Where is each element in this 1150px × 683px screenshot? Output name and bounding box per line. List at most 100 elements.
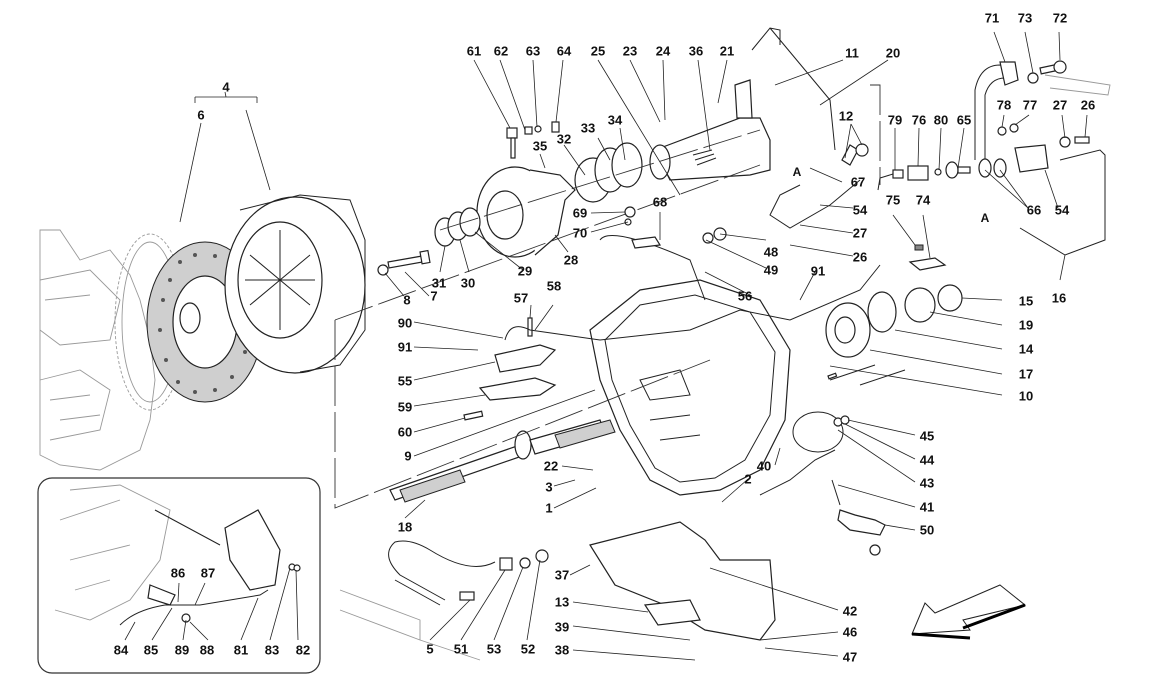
- part-label[interactable]: 86: [170, 565, 186, 581]
- part-label[interactable]: 30: [460, 275, 476, 291]
- part-label[interactable]: 9: [404, 448, 412, 464]
- part-label[interactable]: 22: [543, 458, 559, 474]
- part-label[interactable]: 69: [572, 205, 588, 221]
- part-label[interactable]: 33: [580, 120, 596, 136]
- part-label[interactable]: 8: [403, 292, 411, 308]
- part-label[interactable]: 64: [556, 43, 572, 59]
- part-label[interactable]: 87: [200, 565, 216, 581]
- part-label[interactable]: 78: [996, 97, 1012, 113]
- part-label[interactable]: 40: [756, 458, 772, 474]
- part-label[interactable]: 15: [1018, 293, 1034, 309]
- part-label[interactable]: 4: [222, 79, 230, 95]
- part-label[interactable]: 25: [590, 43, 606, 59]
- part-label[interactable]: 62: [493, 43, 509, 59]
- part-label[interactable]: 10: [1018, 388, 1034, 404]
- part-label[interactable]: 6: [197, 107, 205, 123]
- part-label[interactable]: 44: [919, 452, 935, 468]
- part-label[interactable]: 51: [453, 641, 469, 657]
- part-label[interactable]: 61: [466, 43, 482, 59]
- part-label[interactable]: 35: [532, 138, 548, 154]
- part-label[interactable]: 38: [554, 642, 570, 658]
- part-label[interactable]: 16: [1051, 290, 1067, 306]
- part-label[interactable]: 58: [546, 278, 562, 294]
- part-label[interactable]: 82: [295, 642, 311, 658]
- part-label[interactable]: 14: [1018, 341, 1034, 357]
- part-label[interactable]: 73: [1017, 10, 1033, 26]
- part-label[interactable]: 31: [431, 275, 447, 291]
- part-label[interactable]: 65: [956, 112, 972, 128]
- part-label[interactable]: 2: [744, 471, 752, 487]
- sensor-bracket: [463, 317, 557, 421]
- part-label[interactable]: 20: [885, 45, 901, 61]
- part-label[interactable]: 27: [1052, 97, 1068, 113]
- part-label[interactable]: 56: [737, 288, 753, 304]
- part-label[interactable]: 49: [763, 262, 779, 278]
- part-label[interactable]: 37: [554, 567, 570, 583]
- part-label[interactable]: 90: [397, 315, 413, 331]
- part-label[interactable]: 74: [915, 192, 931, 208]
- part-label[interactable]: 32: [556, 131, 572, 147]
- part-label[interactable]: 89: [174, 642, 190, 658]
- part-label[interactable]: 13: [554, 594, 570, 610]
- part-label[interactable]: 27: [852, 225, 868, 241]
- part-label[interactable]: 28: [563, 252, 579, 268]
- part-label[interactable]: 48: [763, 244, 779, 260]
- part-label[interactable]: 26: [852, 249, 868, 265]
- part-label[interactable]: 66: [1026, 202, 1042, 218]
- part-label[interactable]: 54: [1054, 202, 1070, 218]
- part-label[interactable]: 42: [842, 603, 858, 619]
- part-label[interactable]: 17: [1018, 366, 1034, 382]
- part-label[interactable]: 85: [143, 642, 159, 658]
- part-label[interactable]: 29: [517, 263, 533, 279]
- part-label[interactable]: 53: [486, 641, 502, 657]
- part-label[interactable]: 34: [607, 112, 623, 128]
- part-label[interactable]: 72: [1052, 10, 1068, 26]
- part-label[interactable]: 80: [933, 112, 949, 128]
- part-label[interactable]: 24: [655, 43, 671, 59]
- part-label[interactable]: 70: [572, 225, 588, 241]
- part-label[interactable]: 57: [513, 290, 529, 306]
- part-label[interactable]: 71: [984, 10, 1000, 26]
- part-label[interactable]: 88: [199, 642, 215, 658]
- part-label[interactable]: 47: [842, 649, 858, 665]
- part-label[interactable]: 26: [1080, 97, 1096, 113]
- part-label[interactable]: 60: [397, 424, 413, 440]
- part-label[interactable]: 45: [919, 428, 935, 444]
- part-label[interactable]: 91: [810, 263, 826, 279]
- bearing-set: [825, 284, 963, 358]
- part-label[interactable]: 76: [911, 112, 927, 128]
- part-label[interactable]: 11: [845, 45, 859, 61]
- part-label[interactable]: 18: [397, 519, 413, 535]
- part-label[interactable]: 46: [842, 624, 858, 640]
- part-label[interactable]: 91: [397, 339, 413, 355]
- part-label[interactable]: 19: [1018, 317, 1034, 333]
- pipe-clip-68: [624, 206, 727, 249]
- part-label[interactable]: 81: [233, 642, 249, 658]
- part-label[interactable]: 1: [545, 500, 553, 516]
- part-label[interactable]: 21: [719, 43, 735, 59]
- part-label[interactable]: 43: [919, 475, 935, 491]
- part-label[interactable]: 63: [525, 43, 541, 59]
- part-label[interactable]: 12: [838, 108, 854, 124]
- part-label[interactable]: 3: [545, 479, 553, 495]
- part-label[interactable]: 36: [688, 43, 704, 59]
- pipe-loop-54: [769, 179, 861, 229]
- part-label[interactable]: 5: [426, 641, 434, 657]
- part-label[interactable]: 52: [520, 641, 536, 657]
- part-label[interactable]: 83: [264, 642, 280, 658]
- part-label[interactable]: 75: [885, 192, 901, 208]
- sensor-loop: [759, 364, 906, 496]
- part-label[interactable]: 68: [652, 194, 668, 210]
- part-label[interactable]: 79: [887, 112, 903, 128]
- part-label[interactable]: 67: [850, 174, 866, 190]
- part-label[interactable]: 39: [554, 619, 570, 635]
- part-label[interactable]: 54: [852, 202, 868, 218]
- part-label[interactable]: 50: [919, 522, 935, 538]
- part-label[interactable]: 84: [113, 642, 129, 658]
- part-label[interactable]: 23: [622, 43, 638, 59]
- part-label[interactable]: 77: [1022, 97, 1038, 113]
- part-label[interactable]: 55: [397, 373, 413, 389]
- part-label[interactable]: 41: [919, 499, 935, 515]
- part-label[interactable]: 7: [430, 288, 438, 304]
- part-label[interactable]: 59: [397, 399, 413, 415]
